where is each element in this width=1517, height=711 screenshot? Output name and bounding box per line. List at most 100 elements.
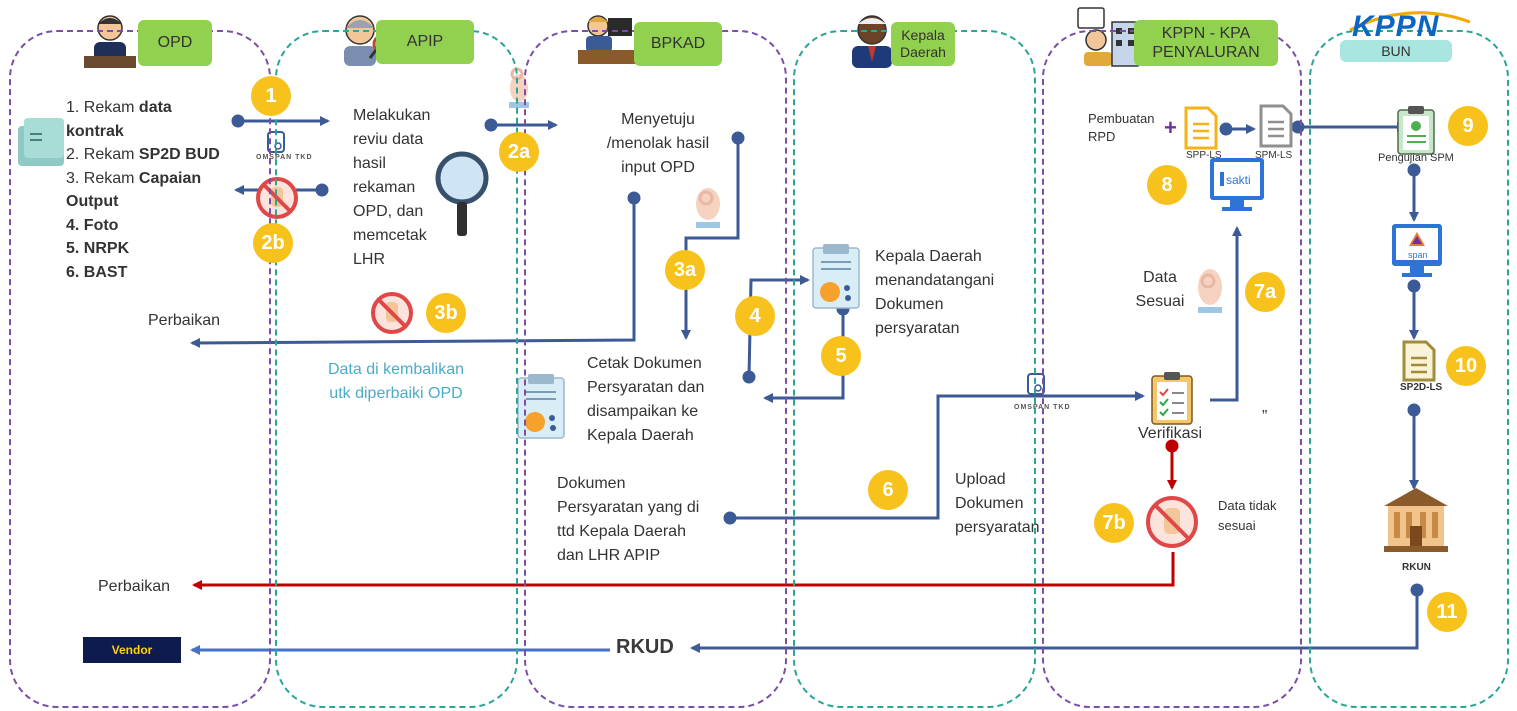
- perbaikan-text-1: Perbaikan: [148, 312, 221, 329]
- cancel-icon-2b: [256, 177, 298, 219]
- arrow-step-4: [747, 275, 810, 378]
- badge-step-8: 8: [1147, 165, 1187, 205]
- lane-tag-bpkad: BPKAD: [634, 22, 722, 66]
- opd-step-number: 1.: [66, 99, 80, 116]
- badge-step-5: 5: [821, 336, 861, 376]
- cancel-icon-7b: [1146, 496, 1198, 548]
- data-tidak-sesuai-text: Data tidak sesuai: [1218, 498, 1277, 533]
- sakti-monitor-icon: [1210, 158, 1264, 211]
- data-dikembalikan-text: Data di kembalikan utk diperbaiki OPD: [327, 361, 465, 402]
- span-monitor-icon: [1392, 224, 1442, 277]
- dokumen-ttd-text: Dokumen Persyaratan yang di ttd Kepala D…: [557, 475, 700, 564]
- arrow-step-11: [690, 590, 1419, 653]
- opd-step-number: 2.: [66, 146, 80, 163]
- opd-step-plain: Rekam: [83, 99, 139, 116]
- opd-step-number: 4.: [66, 216, 80, 234]
- report-document-icon-kepala: [812, 244, 860, 309]
- sakti-label: sakti: [1226, 173, 1251, 187]
- verifikasi-clipboard-icon: [1151, 372, 1193, 425]
- opd-step-bold: data kontrak: [66, 99, 172, 140]
- kppn-logo: KPPN: [1352, 10, 1440, 43]
- perbaikan-text-2: Perbaikan: [98, 578, 171, 595]
- data-sesuai-text: Data Sesuai: [1135, 269, 1185, 310]
- kppn-logo-swoosh-icon: [1349, 11, 1471, 32]
- pengujian-clipboard-icon: [1397, 106, 1435, 155]
- sp2d-file-icon: [1402, 340, 1436, 382]
- sp2d-ls-label: SP2D-LS: [1400, 382, 1443, 393]
- badge-step-10: 10: [1446, 346, 1486, 386]
- opd-step-number: 6.: [66, 263, 80, 281]
- opd-document-icon: [18, 118, 64, 166]
- opd-person-icon: [84, 15, 136, 68]
- ok-hand-icon-data-sesuai: [1198, 269, 1222, 313]
- opd-step-bold: BAST: [83, 263, 128, 281]
- ok-hand-icon-3a: [696, 188, 720, 228]
- badge-step-4: 4: [735, 296, 775, 336]
- verifikasi-text: Verifikasi: [1138, 425, 1203, 442]
- opd-step-bold: Foto: [83, 216, 119, 234]
- lane-tag-opd: OPD: [138, 20, 212, 66]
- cancel-icon-3b: [371, 292, 413, 334]
- spm-file-icon: [1259, 104, 1293, 148]
- lane-bun: [1309, 30, 1509, 708]
- opd-step-item: 4. Foto: [66, 214, 226, 238]
- lane-tag-bun: BUN: [1340, 40, 1452, 62]
- rkud-label: RKUD: [616, 636, 674, 658]
- badge-step-2b: 2b: [253, 223, 293, 263]
- kepala-daerah-person-icon: [852, 15, 892, 68]
- badge-step-3a: 3a: [665, 250, 705, 290]
- opd-step-number: 3.: [66, 169, 80, 187]
- badge-step-11: 11: [1427, 592, 1467, 632]
- pembuatan-rpd-text: Pembuatan RPD: [1088, 111, 1155, 144]
- badge-step-9: 9: [1448, 106, 1488, 146]
- apip-review-text: Melakukan reviu data hasil rekaman OPD, …: [353, 107, 431, 268]
- return-arrows: [192, 439, 1179, 590]
- omspan-label-1: OMSPAN TKD: [256, 154, 313, 161]
- lane-tag-kepala-daerah: Kepala Daerah: [891, 22, 955, 66]
- opd-step-plain: Rekam: [83, 169, 139, 187]
- span-label: span: [1408, 250, 1428, 260]
- vendor-box: Vendor: [83, 637, 181, 663]
- rkun-label: RKUN: [1402, 562, 1431, 573]
- opd-step-item: 2. Rekam SP2D BUD: [66, 143, 226, 167]
- opd-step-item: 3. Rekam Capaian Output: [66, 167, 226, 214]
- opd-step-bold: SP2D BUD: [138, 146, 220, 163]
- opd-step-item: 1. Rekam data kontrak: [66, 96, 226, 143]
- arrow-step-7a: [1210, 226, 1242, 402]
- cetak-dokumen-text: Cetak Dokumen Persyaratan dan disampaika…: [587, 355, 705, 444]
- spp-file-icon: [1184, 106, 1218, 150]
- bpkad-approve-text: Menyetuju /menolak hasil input OPD: [606, 111, 710, 176]
- opd-step-bold: Capaian Output: [66, 169, 202, 211]
- kepala-ttd-text: Kepala Daerah menandatangani Dokumen per…: [875, 248, 995, 337]
- flow-arrows: [190, 114, 1424, 653]
- lane-tag-kppn: KPPN - KPA PENYALURAN: [1134, 20, 1278, 66]
- omspan-label-2: OMSPAN TKD: [1014, 404, 1071, 411]
- lane-kppn: [1042, 30, 1302, 708]
- arrow-step-7b-perbaikan: [192, 552, 1175, 590]
- badge-step-2a: 2a: [499, 132, 539, 172]
- arrow-step-3b: [190, 198, 636, 348]
- spp-ls-label: SPP-LS: [1186, 150, 1222, 161]
- opd-step-item: 6. BAST: [66, 261, 226, 285]
- report-document-icon-bpkad: [517, 374, 565, 439]
- opd-step-item: 5. NRPK: [66, 237, 226, 261]
- magnifier-icon: [435, 151, 489, 236]
- opd-step-plain: Rekam: [83, 146, 139, 163]
- opd-step-bold: NRPK: [83, 240, 130, 257]
- badge-step-1: 1: [251, 76, 291, 116]
- badge-step-7a: 7a: [1245, 272, 1285, 312]
- lane-tag-apip: APIP: [376, 20, 474, 64]
- badge-step-3b: 3b: [426, 293, 466, 333]
- spm-ls-label: SPM-LS: [1255, 150, 1293, 161]
- badge-step-6: 6: [868, 470, 908, 510]
- plus-icon: +: [1164, 115, 1177, 140]
- badge-step-7b: 7b: [1094, 503, 1134, 543]
- upload-text: Upload Dokumen persyaratan: [955, 471, 1040, 536]
- quote-mark-text: ”: [1262, 408, 1268, 425]
- arrow-step-6: [730, 391, 1145, 520]
- opd-step-number: 5.: [66, 240, 80, 257]
- rkun-building-icon: [1384, 488, 1448, 552]
- pengujian-spm-label: Pengujian SPM: [1378, 152, 1454, 164]
